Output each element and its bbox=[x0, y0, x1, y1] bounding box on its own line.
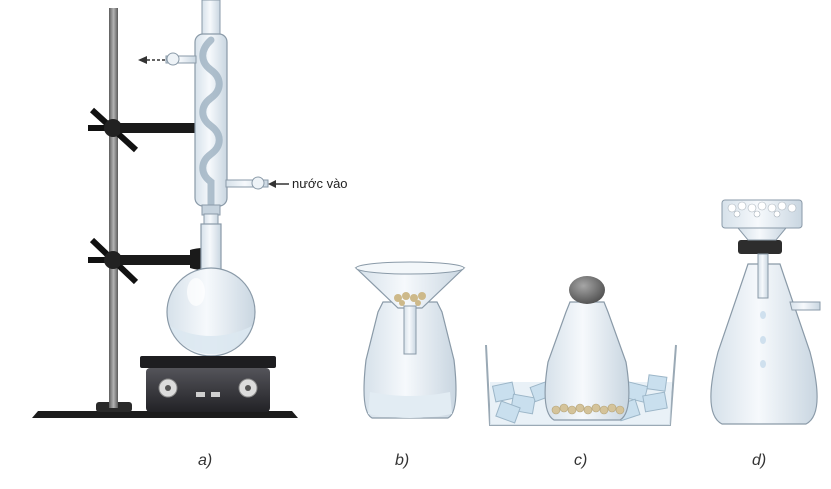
water-in-arrow bbox=[268, 180, 289, 188]
caption-a: a) bbox=[198, 452, 213, 469]
rubber-adapter bbox=[738, 240, 782, 254]
support-rod bbox=[109, 8, 118, 408]
crystals-c bbox=[551, 403, 625, 415]
funnel-filtration bbox=[354, 261, 466, 419]
reflux-condenser bbox=[165, 0, 269, 235]
crystals-b bbox=[394, 292, 426, 306]
stand-base bbox=[32, 411, 298, 418]
ice-bath bbox=[485, 276, 677, 426]
round-bottom-flask bbox=[166, 223, 256, 357]
caption-d: d) bbox=[752, 452, 767, 469]
water-out-arrow bbox=[138, 56, 165, 64]
flask-stopper bbox=[569, 276, 605, 304]
conical-flask-c bbox=[544, 301, 630, 421]
caption-c: c) bbox=[574, 452, 588, 469]
reflux-apparatus bbox=[32, 0, 298, 418]
caption-b: b) bbox=[395, 452, 410, 469]
filtrate-drops bbox=[760, 311, 766, 368]
crystals-d bbox=[727, 201, 797, 218]
hot-plate bbox=[140, 356, 276, 412]
vacuum-side-arm bbox=[789, 301, 821, 311]
water-inlet-label: nước vào bbox=[292, 176, 348, 191]
vacuum-filtration bbox=[710, 199, 821, 425]
conical-flask-b bbox=[363, 301, 457, 419]
